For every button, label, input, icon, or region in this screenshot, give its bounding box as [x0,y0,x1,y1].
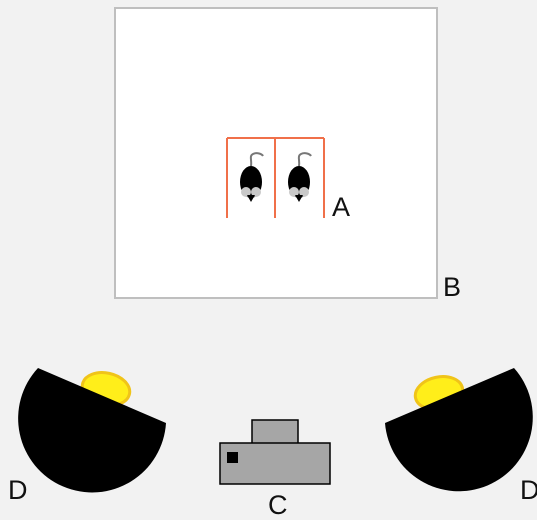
label-c: C [268,490,288,520]
camera-icon [219,419,331,485]
lamp-shade [18,368,166,493]
camera-lens-housing [251,419,299,445]
mouse-ear-left [241,187,251,197]
label-a: A [332,192,350,222]
lamp-icon [385,368,533,492]
camera-indicator [227,452,238,463]
mouse-snout [247,195,255,202]
lamp-shade [385,368,533,492]
mouse-icon [288,152,312,202]
mouse-tail [297,152,312,167]
chamber [226,137,325,218]
chamber-walls [226,137,325,218]
mouse-icon [240,152,264,202]
label-d-left: D [8,475,28,505]
label-b: B [443,272,461,302]
mouse-snout [295,195,303,202]
lamp-icon [18,368,166,493]
mouse-ear-right [251,187,261,197]
mouse-ear-right [299,187,309,197]
camera-body [219,442,331,485]
mouse-ear-left [289,187,299,197]
mouse-tail [249,152,264,167]
label-d-right: D [520,475,537,505]
